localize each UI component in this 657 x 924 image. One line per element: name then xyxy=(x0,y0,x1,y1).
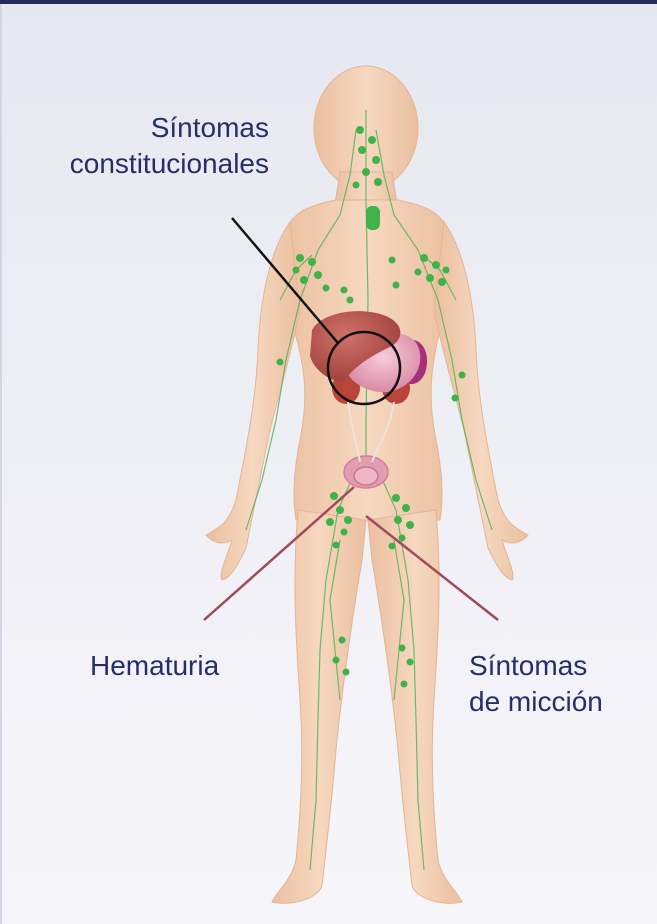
label-urination-line-1: Síntomas xyxy=(469,648,603,684)
right-arm xyxy=(434,222,528,580)
label-hematuria-text: Hematuria xyxy=(90,648,219,684)
label-constitutional-line-2: constitucionales xyxy=(70,146,269,182)
left-arm xyxy=(206,222,300,580)
label-constitutional-symptoms: Síntomas constitucionales xyxy=(70,110,269,182)
label-hematuria: Hematuria xyxy=(90,648,219,684)
bladder xyxy=(344,456,388,488)
label-constitutional-line-1: Síntomas xyxy=(70,110,269,146)
right-leg xyxy=(368,510,462,903)
left-leg xyxy=(272,510,366,903)
label-urination-symptoms: Síntomas de micción xyxy=(469,648,603,720)
label-urination-line-2: de micción xyxy=(469,684,603,720)
